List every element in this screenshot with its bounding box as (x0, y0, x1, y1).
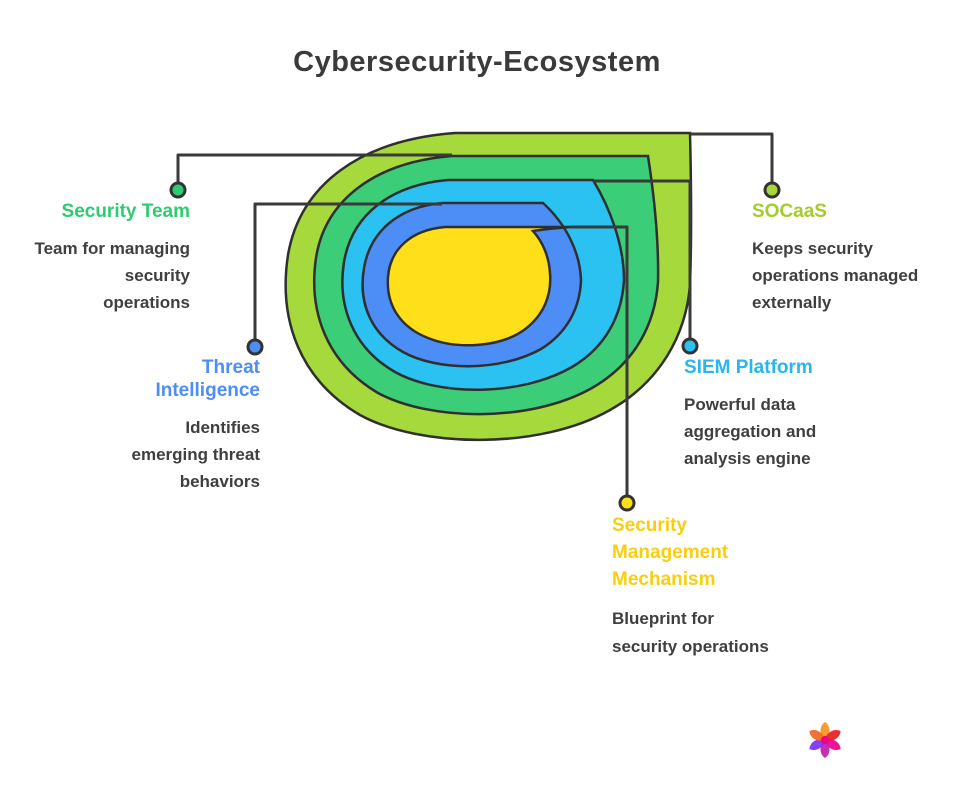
label-line: Management (612, 542, 729, 563)
callout-security-team: Security Team Team for managing security… (18, 200, 190, 316)
label-line: Intelligence (155, 380, 260, 401)
callout-threat-intelligence: Threat Intelligence Identifies emerging … (88, 356, 260, 495)
threat-intelligence-desc: Identifies emerging threat behaviors (88, 414, 260, 495)
logo-petal (825, 729, 841, 741)
dot-threat-intelligence (246, 338, 264, 356)
diagram-title: Cybersecurity-Ecosystem (293, 46, 661, 78)
desc-line: Team for managing (34, 239, 190, 258)
dot-security-management (618, 494, 636, 512)
label-line: Mechanism (612, 569, 716, 590)
siem-platform-desc: Powerful data aggregation and analysis e… (684, 391, 874, 472)
callout-socaas: SOCaaS Keeps security operations managed… (752, 200, 930, 316)
threat-intelligence-label: Threat Intelligence (88, 356, 260, 402)
connector-security-management (570, 225, 629, 495)
desc-line: security (124, 266, 190, 285)
desc-line: analysis engine (684, 449, 811, 468)
logo-center (821, 736, 829, 744)
dot-socaas (763, 181, 781, 199)
callout-security-management: Security Management Mechanism Blueprint … (612, 512, 797, 661)
callout-siem-platform: SIEM Platform Powerful data aggregation … (684, 356, 874, 472)
desc-line: operations managed (752, 266, 919, 285)
desc-line: externally (752, 293, 832, 312)
desc-line: operations (103, 293, 190, 312)
layer-security-mgmt-shape (386, 225, 571, 347)
connector-security-team (176, 153, 452, 182)
socaas-label: SOCaaS (752, 201, 827, 222)
security-management-label: Security Management Mechanism (612, 512, 797, 593)
desc-line: emerging threat (131, 445, 260, 464)
socaas-desc: Keeps security operations managed extern… (752, 235, 930, 316)
security-team-label: Security Team (61, 201, 190, 222)
desc-line: Identifies (185, 418, 260, 437)
label-line: Security (612, 515, 687, 536)
connector-threat-intelligence (253, 202, 442, 339)
logo-petal (825, 739, 841, 751)
desc-line: security operations (612, 637, 769, 656)
desc-line: Blueprint for (612, 609, 714, 628)
dot-security-team (169, 181, 187, 199)
logo-petal (809, 739, 825, 751)
connector-siem-platform (593, 179, 692, 338)
desc-line: Powerful data (684, 395, 796, 414)
siem-platform-label: SIEM Platform (684, 357, 813, 378)
dot-siem-platform (681, 337, 699, 355)
security-team-desc: Team for managing security operations (18, 235, 190, 316)
desc-line: behaviors (179, 472, 260, 491)
connector-socaas (690, 132, 774, 182)
security-management-desc: Blueprint for security operations (612, 605, 797, 661)
napkin-pinwheel-logo (809, 722, 841, 758)
logo-petal (809, 729, 825, 741)
desc-line: aggregation and (684, 422, 817, 441)
desc-line: Keeps security (752, 239, 873, 258)
label-line: Threat (201, 357, 260, 378)
